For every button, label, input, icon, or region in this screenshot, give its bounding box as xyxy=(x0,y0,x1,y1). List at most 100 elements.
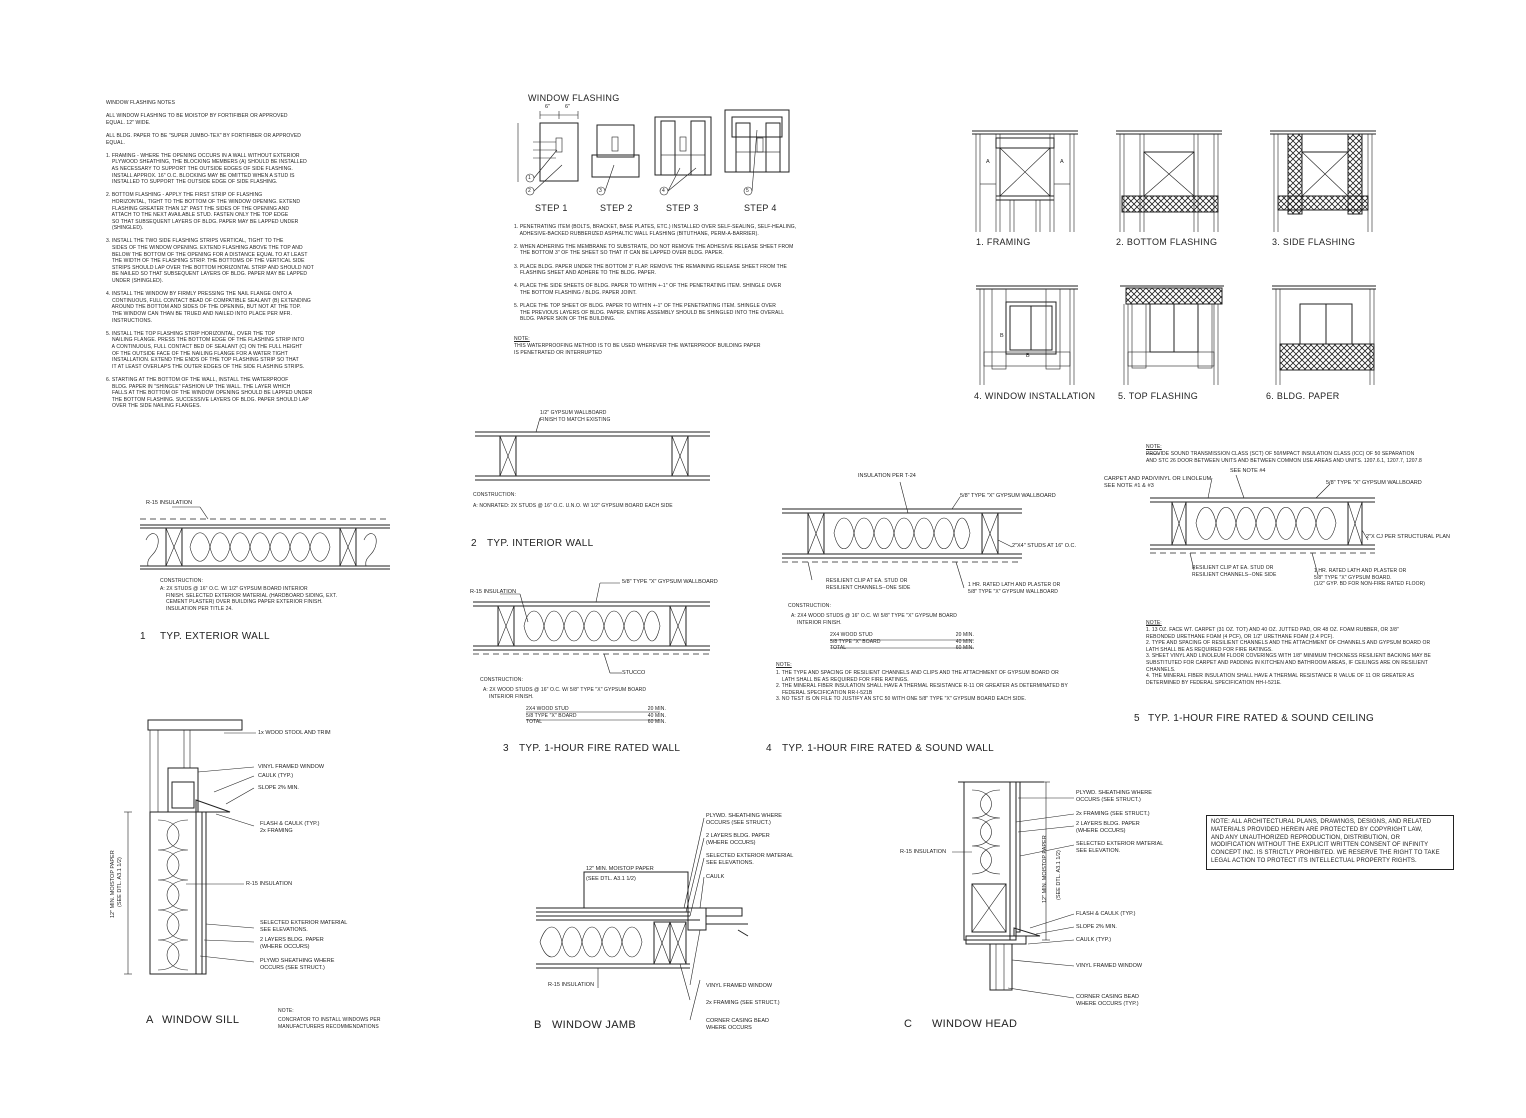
sill-callout-ext-material: SELECTED EXTERIOR MATERIAL xyxy=(260,920,348,926)
jamb-callout-see-struct: OCCURS (SEE STRUCT.) xyxy=(706,820,771,826)
tag-b-left: B xyxy=(1000,333,1004,339)
flashing-note-body: THIS WATERPROOFING METHOD IS TO BE USED … xyxy=(514,343,761,356)
text-line: INSULATION PER TITLE 24. xyxy=(160,605,233,612)
ceiling5-note-head: NOTE: xyxy=(1146,620,1162,626)
seq-label-5: 5. TOP FLASHING xyxy=(1118,391,1199,401)
text-line: 3. NO TEST IS ON FILE TO JUSTIFY AN STC … xyxy=(776,696,1027,703)
text-line: SO THAT SUBSEQUENT LAYERS OF BLDG. PAPER… xyxy=(106,218,299,225)
text-line: INTERIOR FINISH. xyxy=(483,693,534,700)
text-line: OVER THE SIDE NAILING FLANGES. xyxy=(106,403,201,410)
ceiling5-gypsum-label: 5/8" TYPE "X" GYPSUM WALLBOARD xyxy=(1326,480,1422,486)
text-line: 3. PLACE BLDG. PAPER UNDER THE BOTTOM 3"… xyxy=(514,263,787,270)
text-line: UNDER (SHINGLED). xyxy=(106,278,164,285)
text-line: FLASHING SHEET AND ADHERE TO THE BLDG. P… xyxy=(514,270,657,277)
text-line: HORIZONTAL, TIGHT TO THE BOTTOM OF THE W… xyxy=(106,198,301,205)
text-line: RESILIENT CHANNELS--ONE SIDE xyxy=(1192,571,1277,578)
text-line: 3. SHEET VINYL AND LINOLEUM FLOOR COVERI… xyxy=(1146,653,1431,660)
jamb-callout-framing: 2x FRAMING (SEE STRUCT.) xyxy=(706,1000,780,1006)
text-line: INTERIOR FINISH. xyxy=(791,619,842,626)
head-callout-casing-where: WHERE OCCURS (TYP.) xyxy=(1076,1001,1139,1007)
text-line: FLASHING GREATER THAN 12" PAST THE SIDES… xyxy=(106,205,290,212)
head-letter: C xyxy=(904,1018,913,1030)
wall4-construction: A: 2X4 WOOD STUDS @ 16" O.C. W/ 5/8" TYP… xyxy=(791,613,957,626)
text-line: THE BOTTOM 3" OF THE SHEET SO THAT IT CA… xyxy=(514,250,724,257)
jamb-callout-window: VINYL FRAMED WINDOW xyxy=(706,983,773,989)
text-line: THE WINDOW CAN THAN BE TRUED AND NAILED … xyxy=(106,311,292,317)
text-line: 3. INSTALL THE TWO SIDE FLASHING STRIPS … xyxy=(106,238,284,245)
ceiling5-top-note: PROVIDE SOUND TRANSMISSION CLASS (SCT) O… xyxy=(1146,451,1422,464)
step-2-label: STEP 2 xyxy=(600,203,633,213)
text-line: 1. THE TYPE AND SPACING OF RESILIENT CHA… xyxy=(776,670,1059,676)
wall3-construction: A: 2X WOOD STUDS @ 16" O.C. W/ 5/8" TYPE… xyxy=(483,687,646,700)
text-line: 1. PENETRATING ITEM (BOLTS, BRACKET, BAS… xyxy=(514,224,797,230)
text-line: 2. BOTTOM FLASHING - APPLY THE FIRST STR… xyxy=(106,192,263,199)
ceiling5-top-note-head: NOTE: xyxy=(1146,444,1162,450)
sill-callout-see-elev: SEE ELEVATIONS. xyxy=(260,927,308,933)
copyright-note: NOTE: ALL ARCHITECTURAL PLANS, DRAWINGS,… xyxy=(1206,815,1454,870)
wall3-insulation-label: R-15 INSULATION xyxy=(470,589,517,595)
tag-a-right: A xyxy=(1060,159,1064,165)
wall4-gypsum-label: 5/8" TYPE "X" GYPSUM WALLBOARD xyxy=(960,493,1056,499)
jamb-callout-ext-material: SELECTED EXTERIOR MATERIAL xyxy=(706,853,794,859)
callout-1: 1 xyxy=(528,175,531,181)
head-callout-casing: CORNER CASING BEAD xyxy=(1076,994,1139,1000)
step-3-label: STEP 3 xyxy=(666,203,699,213)
wall3-title: TYP. 1-HOUR FIRE RATED WALL xyxy=(519,743,681,754)
head-callout-window: VINYL FRAMED WINDOW xyxy=(1076,963,1143,969)
seq-label-3: 3. SIDE FLASHING xyxy=(1272,237,1356,247)
text-line: BELOW THE BOTTOM OF THE OPENING FOR A DI… xyxy=(106,251,308,258)
jamb-moistop-1: 12" MIN. MOISTOP PAPER xyxy=(586,866,654,872)
wall1-construction-head: CONSTRUCTION: xyxy=(160,578,203,584)
text-line: 1. 13 OZ. FACE WT. CARPET (31 OZ. TOT) A… xyxy=(1146,627,1399,633)
text-line: NOTE: ALL ARCHITECTURAL PLANS, DRAWINGS,… xyxy=(1211,819,1432,825)
text-line: RESILIENT CLIP AT EA. STUD OR xyxy=(1192,565,1274,571)
callout-2: 2 xyxy=(528,188,531,194)
sill-title: WINDOW SILL xyxy=(162,1014,240,1026)
head-callout-where-occurs: (WHERE OCCURS) xyxy=(1076,828,1126,834)
ceiling5-title: TYP. 1-HOUR FIRE RATED & SOUND CEILING xyxy=(1148,713,1375,724)
text-line: LATH SHALL BE AS REQUIRED FOR FIRE RATIN… xyxy=(776,676,909,683)
rating-item: 2X4 WOOD STUD xyxy=(830,632,873,638)
text-line: 5/8" TYPE "X" GYPSUM BOARD. xyxy=(1314,574,1392,581)
text-line: CONTINUOUS, FULL CONTACT BEAD OF COMPATI… xyxy=(106,297,311,304)
text-line: AND ANY UNAUTHORIZED REPRODUCTION, DISTR… xyxy=(1211,834,1401,841)
sill-callout-plywd: PLYWD SHEATHING WHERE xyxy=(260,958,335,964)
text-line: 1. FRAMING - WHERE THE OPENING OCCURS IN… xyxy=(106,152,300,159)
text-line: 5/8" TYPE "X" GYPSUM WALLBOARD xyxy=(968,588,1059,595)
text-line: THE PREVIOUS LAYERS OF BLDG. PAPER. ENTI… xyxy=(514,309,785,316)
ceiling5-number: 5 xyxy=(1134,713,1140,724)
text-line: IT AT LEAST OVERLAPS THE OUTER EDGES OF … xyxy=(106,363,305,370)
text-line: WINDOW FLASHING NOTES xyxy=(106,100,176,106)
text-line: 6. STARTING AT THE BOTTOM OF THE WALL, I… xyxy=(106,376,289,383)
text-line: FALLS AT THE BOTTOM OF THE WINDOW OPENIN… xyxy=(106,390,313,397)
text-line: ATTACH TO THE NEXT AVAILABLE STUD. FASTE… xyxy=(106,212,289,219)
jamb-callout-see-elev: SEE ELEVATIONS. xyxy=(706,860,754,866)
text-line: EQUAL. 12" WIDE. xyxy=(106,119,151,126)
text-line: REBONDED URETHANE FOAM (4 PCF), OR 1/2" … xyxy=(1146,633,1334,640)
head-callout-plywd: PLYWD. SHEATHING WHERE xyxy=(1076,790,1152,796)
wall2-title: TYP. INTERIOR WALL xyxy=(487,538,594,549)
wall1-number: 1 xyxy=(140,631,146,642)
head-insulation-label: R-15 INSULATION xyxy=(900,849,947,855)
text-line: CONCRATOR TO INSTALL WINDOWS PER xyxy=(278,1017,381,1023)
head-callout-ext-material: SELECTED EXTERIOR MATERIAL xyxy=(1076,841,1164,847)
text-line: (SHINGLED). xyxy=(106,225,144,232)
text-line: THE BOTTOM FLASHING. SUCCESSIVE LAYERS O… xyxy=(106,396,309,403)
jamb-callout-where-occurs: (WHERE OCCURS) xyxy=(706,840,756,846)
text-line: FINISH TO MATCH EXISTING xyxy=(540,416,611,423)
rating-item: TOTAL xyxy=(526,719,543,726)
text-line: RESILIENT CHANNELS--ONE SIDE xyxy=(826,584,911,591)
seq-label-2: 2. BOTTOM FLASHING xyxy=(1116,237,1218,247)
head-callout-see-elev: SEE ELEVATION. xyxy=(1076,848,1121,854)
sill-callout-bldg-paper: 2 LAYERS BLDG. PAPER xyxy=(260,937,324,943)
text-line: AROUND THE BOTTOM AND SIDES OF THE OPENI… xyxy=(106,304,301,311)
text-line: STRIPS SHOULD LAP OVER THE BOTTOM HORIZO… xyxy=(106,264,314,271)
